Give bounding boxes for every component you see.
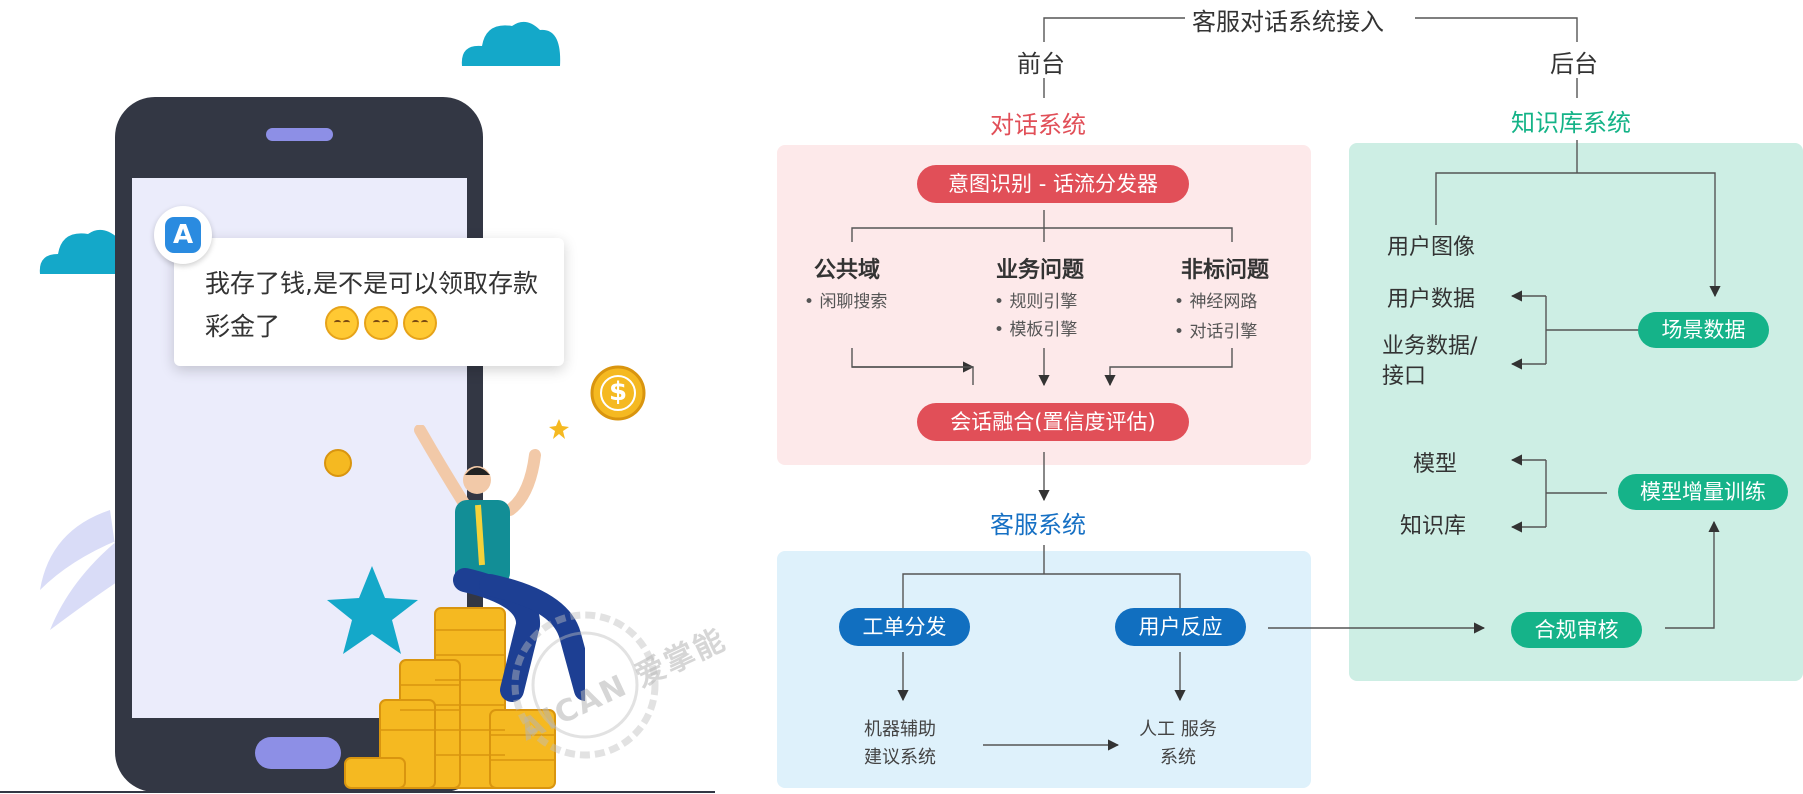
- domain-item: • 闲聊搜索: [804, 292, 888, 312]
- coin-icon: [590, 365, 646, 421]
- service-system-title: 客服系统: [990, 511, 1086, 539]
- cloud-icon: [39, 229, 119, 274]
- kissing-emoji-icon: [325, 306, 359, 340]
- domain-item: • 神经网路: [1174, 292, 1258, 312]
- celebrating-person-icon: [414, 425, 585, 702]
- domain-heading-business: 业务问题: [996, 258, 1085, 283]
- ticket-dispatch-pill: 工单分发: [839, 608, 970, 646]
- coin-stack-icon: [344, 607, 556, 789]
- machine-assist-label: 机器辅助 建议系统: [864, 719, 936, 768]
- kissing-emoji-icon: [364, 306, 398, 340]
- user-data-label: 用户数据: [1387, 287, 1476, 312]
- kb-system-panel: [1349, 143, 1803, 681]
- intent-recognition-pill: 意图识别 - 话流分发器: [917, 165, 1189, 203]
- domain-item: • 模板引擎: [994, 320, 1078, 340]
- business-data-label: 业务数据/ 接口: [1382, 334, 1478, 389]
- model-label: 模型: [1413, 452, 1458, 477]
- domain-heading-public: 公共域: [814, 258, 881, 283]
- chat-bubble: [174, 238, 564, 366]
- compliance-review-pill: 合规审核: [1511, 612, 1642, 648]
- sparkle-icon: [549, 419, 569, 439]
- session-fusion-pill: 会话融合(置信度评估): [917, 403, 1189, 441]
- kb-system-title: 知识库系统: [1511, 109, 1631, 137]
- kissing-emoji-icon: [403, 306, 437, 340]
- kb-label: 知识库: [1400, 514, 1467, 539]
- watermark-seal-icon: [511, 611, 659, 759]
- front-label: 前台: [1017, 50, 1065, 78]
- model-training-pill: 模型增量训练: [1618, 474, 1788, 510]
- chat-bubble-text: 我存了钱,是不是可以领取存款彩金了: [205, 269, 538, 341]
- phone-home-button: [255, 737, 341, 769]
- domain-heading-nonstandard: 非标问题: [1181, 258, 1270, 283]
- star-icon: [327, 566, 418, 654]
- human-service-label: 人工 服务系统: [1139, 719, 1217, 768]
- service-system-panel: [777, 551, 1311, 788]
- user-image-label: 用户图像: [1387, 235, 1476, 260]
- root-title: 客服对话系统接入: [1192, 8, 1384, 36]
- coin-icon: [324, 449, 352, 477]
- assistant-avatar: A: [154, 206, 212, 264]
- scene-data-pill: 场景数据: [1638, 312, 1769, 348]
- back-label: 后台: [1550, 50, 1598, 78]
- cloud-icon: [461, 21, 561, 66]
- ground-line: [0, 791, 715, 793]
- leaf-decoration-icon: [40, 510, 120, 630]
- assistant-logo-icon: A: [165, 217, 201, 253]
- phone-speaker: [266, 128, 333, 141]
- user-reaction-pill: 用户反应: [1115, 608, 1246, 646]
- domain-item: • 对话引擎: [1174, 322, 1258, 342]
- dialog-system-title: 对话系统: [990, 111, 1086, 139]
- coin-symbol: $: [609, 377, 628, 407]
- domain-item: • 规则引擎: [994, 292, 1078, 312]
